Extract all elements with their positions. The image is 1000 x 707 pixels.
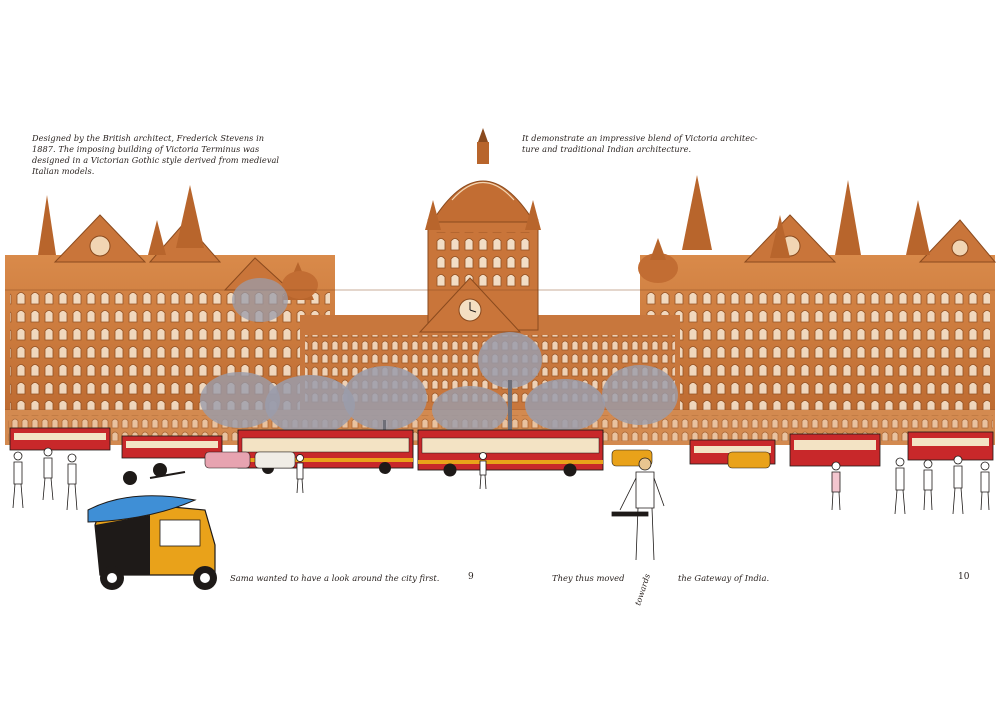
page-number-right: 10 bbox=[958, 572, 970, 582]
right-story-text-2: the Gateway of India. bbox=[678, 573, 770, 583]
crowd-sketch bbox=[12, 447, 990, 561]
left-story-text: Sama wanted to have a look around the ci… bbox=[230, 573, 440, 583]
auto-rickshaw bbox=[87, 463, 217, 590]
page-number-left: 9 bbox=[468, 572, 474, 582]
left-page-caption: Designed by the British architect, Frede… bbox=[32, 133, 280, 176]
towards-word: towards bbox=[633, 573, 652, 607]
right-page-caption: It demonstrate an impressive blend of Vi… bbox=[522, 133, 758, 154]
policeman bbox=[611, 457, 665, 561]
grey-trees bbox=[200, 278, 678, 440]
red-buses bbox=[9, 427, 994, 477]
right-story-text-1: They thus moved bbox=[552, 573, 625, 583]
